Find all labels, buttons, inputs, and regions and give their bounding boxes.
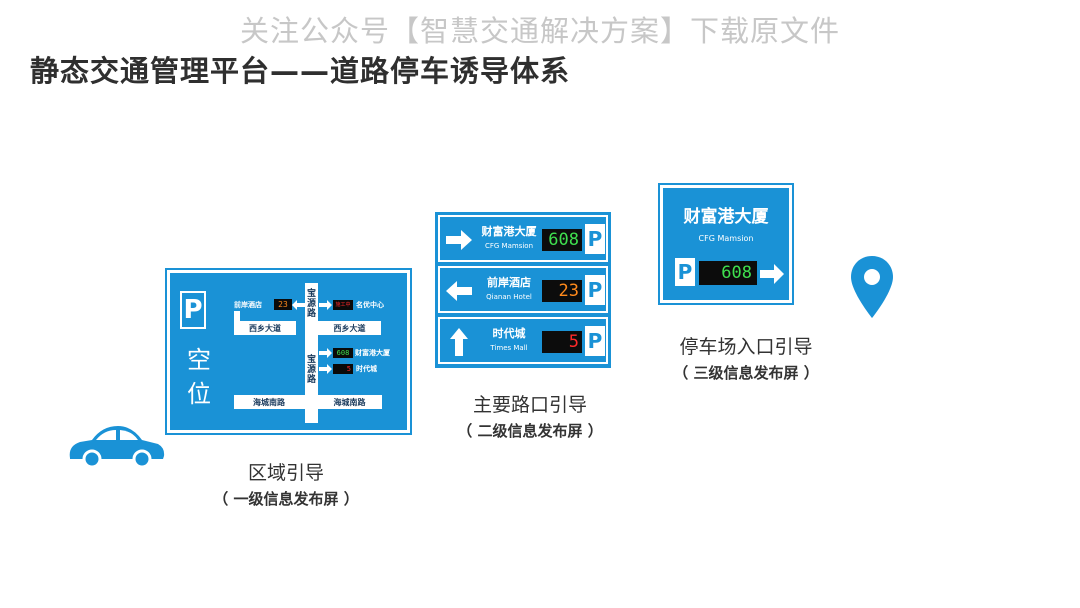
level3-name: 财富港大厦: [683, 207, 769, 227]
level2-caption-title: 主要路口引导: [472, 394, 587, 416]
road-top-left: [234, 321, 296, 335]
level3-caption-title: 停车场入口引导: [679, 336, 813, 358]
level2-caption-sub: （ 二级信息发布屏 ）: [457, 422, 603, 440]
level2-row-2: 前岸酒店 Qianan Hotel 23 P: [438, 266, 608, 313]
car-icon: [69, 426, 165, 468]
right-arrow-icon: [446, 230, 472, 250]
level2-row-count: 608: [542, 229, 582, 251]
level2-row-en: CFG Mamsion: [484, 242, 534, 250]
lot-4-count: 5: [333, 364, 353, 374]
lot-3-count: 608: [333, 348, 353, 358]
lot-1-name: 前岸酒店: [234, 301, 262, 309]
level1-vacant-label: 空 位: [184, 343, 214, 411]
level1-caption-title: 区域引导: [247, 462, 324, 484]
right-arrow-icon: [760, 264, 784, 284]
right-arrow-icon: [319, 364, 332, 374]
up-arrow-icon: [450, 328, 468, 356]
page-title: 静态交通管理平台——道路停车诱导体系: [30, 54, 571, 88]
vertical-road-char: 路: [306, 309, 316, 319]
road-vertical: [305, 283, 318, 423]
level2-sign: 财富港大厦 CFG Mamsion 608 P 前岸酒店 Qianan Hote…: [435, 212, 611, 368]
vertical-road-char: 宝: [306, 289, 316, 299]
left-arrow-icon: [446, 281, 472, 301]
level2-row-3: 时代城 Times Mall 5 P: [438, 317, 608, 364]
left-arrow-icon: [292, 300, 305, 310]
level1-parking-icon: P: [180, 291, 206, 329]
level1-caption-sub: （ 一级信息发布屏 ）: [213, 490, 359, 508]
level2-row-en: Times Mall: [490, 344, 528, 352]
road-top-right-label: 西乡大道: [333, 324, 366, 333]
lot-2-status: 施工中: [333, 300, 353, 310]
level3-caption: 停车场入口引导 （ 三级信息发布屏 ）: [656, 334, 836, 386]
level2-row-count: 5: [542, 331, 582, 353]
lot-1-count: 23: [274, 299, 292, 310]
level1-sign: P 空 位 西乡大道 西乡大道 海城南路 海城南路 宝 源 路 宝 源 路 前岸…: [165, 268, 412, 435]
right-arrow-icon: [319, 348, 332, 358]
level1-caption: 区域引导 （ 一级信息发布屏 ）: [196, 460, 376, 512]
level2-row-en: Qianan Hotel: [486, 293, 532, 301]
road-connector: [234, 311, 240, 323]
level2-row-name: 财富港大厦: [481, 225, 537, 238]
level2-row-name: 时代城: [492, 327, 526, 340]
lot-3-name: 财富港大厦: [355, 349, 390, 357]
location-pin-icon: [851, 256, 893, 318]
vertical-road-char: 源: [306, 299, 316, 309]
right-arrow-icon: [319, 300, 332, 310]
parking-icon: P: [585, 224, 605, 254]
level3-caption-sub: （ 三级信息发布屏 ）: [673, 364, 819, 382]
level3-count: 608: [699, 261, 757, 285]
level3-en: CFG Mamsion: [698, 234, 754, 243]
level2-row-count: 23: [542, 280, 582, 302]
vertical-road-char: 宝: [306, 355, 316, 365]
vertical-road-label-2: 宝 源 路: [306, 355, 317, 385]
road-top-label: 西乡大道: [249, 324, 281, 333]
road-bottom-right-label: 海城南路: [333, 398, 366, 407]
level2-row-name: 前岸酒店: [487, 276, 531, 289]
lot-4-name: 时代城: [356, 365, 377, 373]
level3-sign: 财富港大厦 CFG Mamsion P 608: [658, 183, 794, 305]
watermark: 关注公众号【智慧交通解决方案】下载原文件: [239, 14, 840, 48]
parking-icon: P: [585, 275, 605, 305]
lot-2-name: 名优中心: [356, 301, 384, 309]
vacant-char-1: 空: [187, 346, 211, 374]
road-top-right: [318, 321, 381, 335]
vertical-road-char: 路: [306, 375, 316, 385]
level2-row-1: 财富港大厦 CFG Mamsion 608 P: [438, 215, 608, 262]
road-bottom-label: 海城南路: [253, 398, 285, 407]
vacant-char-2: 位: [187, 380, 211, 408]
vertical-road-label-1: 宝 源 路: [306, 289, 317, 319]
vertical-road-char: 源: [306, 365, 316, 375]
parking-icon: P: [585, 326, 605, 356]
parking-icon: P: [675, 258, 695, 286]
level2-caption: 主要路口引导 （ 二级信息发布屏 ）: [440, 392, 620, 444]
